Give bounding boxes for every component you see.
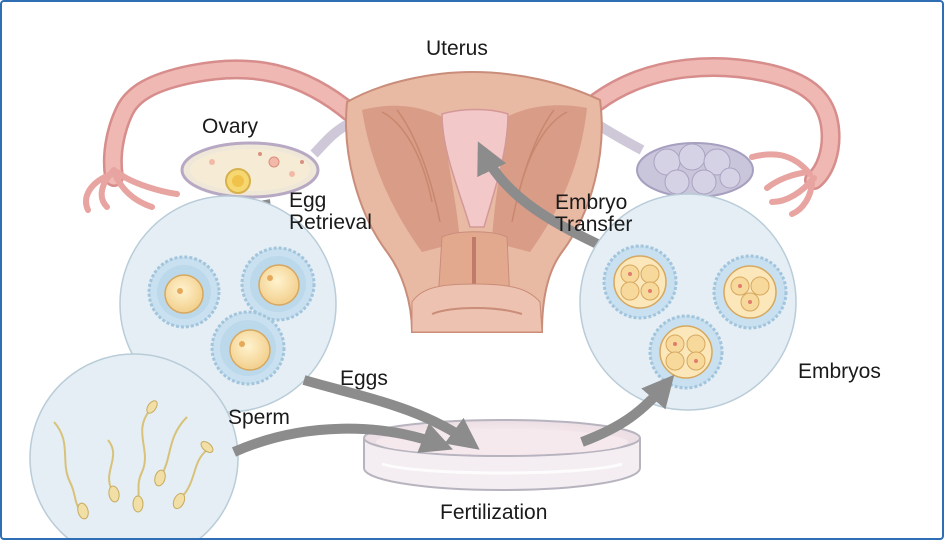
eggs-circle (119, 195, 337, 413)
embryo-transfer-label-line1: Embryo (555, 191, 628, 214)
egg-cell (147, 255, 221, 329)
sperm-to-dish-arrow (231, 422, 453, 457)
egg-retrieval-label-line1: Egg (289, 189, 327, 212)
left-fallopian-tube (83, 59, 362, 213)
uterus-label: Uterus (426, 37, 488, 60)
embryo-cell (602, 244, 678, 320)
eggs-label: Eggs (340, 367, 388, 390)
embryo-cell (712, 254, 788, 330)
fertilization-label: Fertilization (440, 501, 548, 524)
right-ovary (636, 142, 754, 198)
sperm-label: Sperm (228, 406, 290, 429)
ovary-label: Ovary (202, 115, 259, 138)
right-fallopian-tube (587, 57, 841, 217)
sperm-circle (29, 353, 239, 538)
egg-retrieval-label-line2: Retrieval (289, 211, 372, 234)
dish-to-embryos-arrow (580, 374, 675, 447)
egg-cell (240, 246, 316, 322)
egg-cell (210, 310, 286, 386)
embryo-transfer-label-line2: Transfer (555, 213, 633, 236)
uterus-illustration (345, 70, 603, 333)
eggs-to-dish-arrow (302, 375, 480, 450)
embryos-circle (579, 193, 797, 411)
left-ovary (180, 141, 320, 199)
embryo-cell (648, 314, 724, 390)
embryos-label: Embryos (798, 360, 881, 383)
embryo-transfer-arrow (477, 141, 613, 255)
